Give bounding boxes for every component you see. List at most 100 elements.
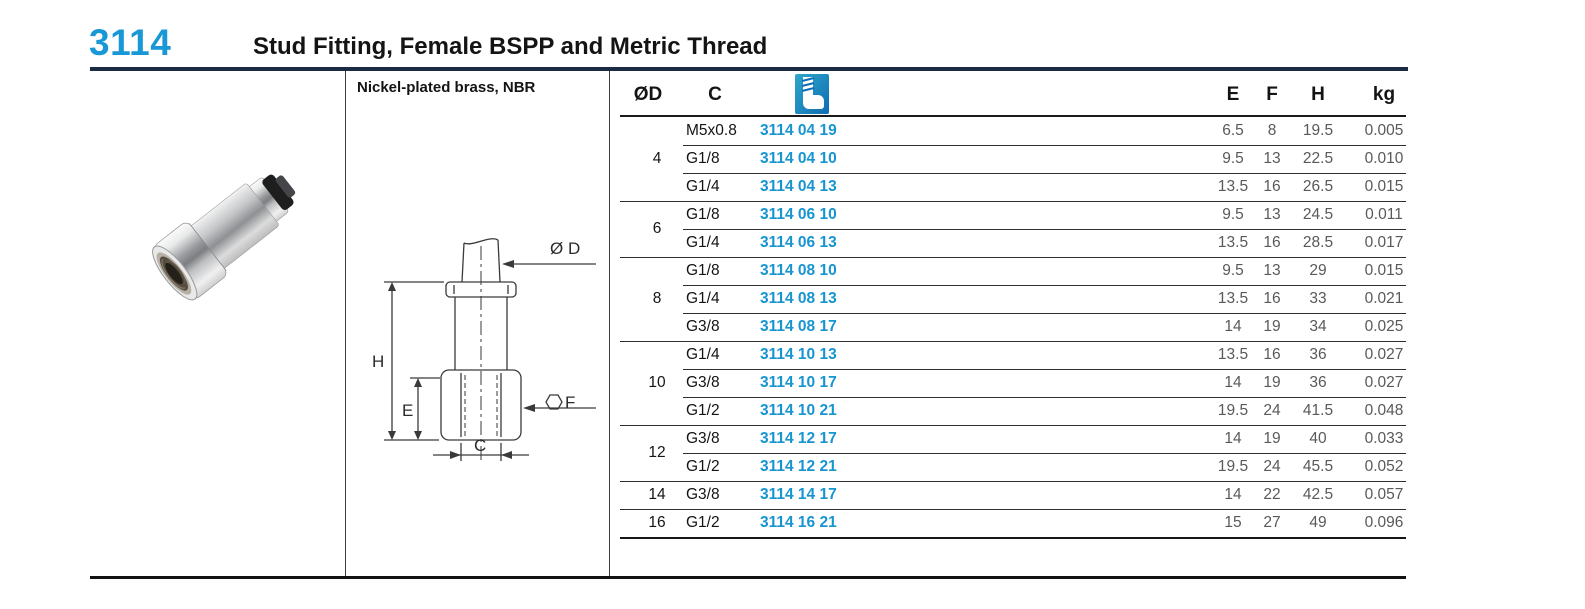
kg-value: 0.096 [1364,514,1404,531]
kg-value: 0.033 [1364,430,1404,447]
kg-value: 0.010 [1364,150,1404,167]
od-group-label: 16 [648,514,666,531]
h-value: 29 [1309,262,1327,279]
h-value: 45.5 [1302,458,1334,475]
dim-label-f: F [565,393,575,412]
part-number: 3114 10 17 [760,374,837,391]
c-value: G1/4 [686,234,720,251]
c-value: G1/8 [686,150,720,167]
kg-value: 0.015 [1364,262,1404,279]
header-h: H [1311,84,1325,105]
h-value: 34 [1309,318,1327,335]
part-number: 3114 06 13 [760,234,837,251]
f-value: 24 [1263,458,1281,475]
header-underline [620,115,1406,117]
series-number: 3114 [89,22,172,63]
e-value: 13.5 [1217,346,1249,363]
header-e: E [1226,84,1240,105]
e-value: 13.5 [1217,290,1249,307]
kg-value: 0.048 [1364,402,1404,419]
f-value: 24 [1263,402,1281,419]
e-value: 19.5 [1217,458,1249,475]
row-separator-line [683,229,1406,230]
row-separator-line [683,313,1406,314]
h-value: 22.5 [1302,150,1334,167]
row-separator-line [683,285,1406,286]
part-number: 3114 04 19 [760,122,837,139]
part-number: 3114 16 21 [760,514,837,531]
e-value: 13.5 [1217,234,1249,251]
c-value: G3/8 [686,430,720,447]
kg-value: 0.015 [1364,178,1404,195]
c-value: G3/8 [686,374,720,391]
header-f: F [1266,84,1278,105]
material-note: Nickel-plated brass, NBR [357,79,536,96]
part-number: 3114 04 13 [760,178,837,195]
header-kg: kg [1372,84,1396,105]
c-value: G3/8 [686,486,720,503]
f-value: 19 [1263,430,1281,447]
part-number: 3114 14 17 [760,486,837,503]
dim-label-e: E [402,401,413,420]
h-value: 26.5 [1302,178,1334,195]
e-value: 19.5 [1217,402,1249,419]
kg-value: 0.057 [1364,486,1404,503]
group-separator-line [620,509,1406,510]
f-value: 8 [1267,122,1277,139]
h-value: 36 [1309,346,1327,363]
kg-value: 0.027 [1364,346,1404,363]
e-value: 14 [1224,486,1242,503]
e-value: 9.5 [1222,262,1244,279]
f-value: 19 [1263,374,1281,391]
f-value: 27 [1263,514,1281,531]
part-number: 3114 08 10 [760,262,837,279]
bottom-rule [90,576,1406,579]
kg-value: 0.027 [1364,374,1404,391]
dim-label-od: Ø D [550,239,580,258]
group-separator-line [620,341,1406,342]
part-number: 3114 08 13 [760,290,837,307]
page-title: Stud Fitting, Female BSPP and Metric Thr… [253,33,768,60]
kg-value: 0.021 [1364,290,1404,307]
table-bottom-line [620,537,1406,539]
e-value: 14 [1224,374,1242,391]
kg-value: 0.052 [1364,458,1404,475]
header-c: C [708,84,722,105]
kg-value: 0.025 [1364,318,1404,335]
part-number: 3114 10 21 [760,402,837,419]
row-separator-line [683,145,1406,146]
f-value: 16 [1263,178,1281,195]
kg-value: 0.017 [1364,234,1404,251]
h-value: 36 [1309,374,1327,391]
dim-label-c: C [474,436,486,455]
hexagon-icon [545,394,563,410]
f-value: 13 [1263,150,1281,167]
e-value: 13.5 [1217,178,1249,195]
dim-label-h: H [372,352,384,371]
h-value: 42.5 [1302,486,1334,503]
c-value: G3/8 [686,318,720,335]
header-od: ØD [633,84,663,105]
h-value: 28.5 [1302,234,1334,251]
row-separator-line [683,453,1406,454]
h-value: 49 [1309,514,1327,531]
column-divider [609,71,610,576]
c-value: G1/2 [686,402,720,419]
table-row: G1/2 3114 10 21 19.5 24 41.5 0.048 [620,397,1406,425]
group-separator-line [620,201,1406,202]
e-value: 14 [1224,430,1242,447]
f-value: 19 [1263,318,1281,335]
f-value: 13 [1263,206,1281,223]
technical-drawing: H E C Ø D F [372,238,596,461]
h-value: 41.5 [1302,402,1334,419]
